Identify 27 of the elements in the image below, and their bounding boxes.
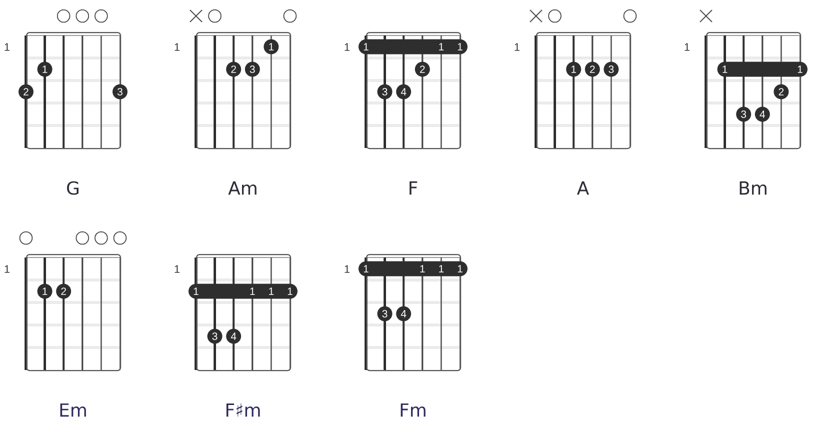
finger-number: 1 [269,288,274,295]
chord-name: F [410,181,418,195]
finger-number: 1 [439,43,444,50]
fret-number: 1 [174,43,180,51]
fret-number: 1 [174,265,180,273]
finger-number: 1 [439,265,444,272]
chord-name: Bm [740,181,766,195]
chord-name: G [67,181,78,195]
finger-number: 1 [194,288,198,295]
finger-number: 1 [722,66,728,73]
finger-number: 1 [458,43,462,50]
fret-number: 1 [4,43,10,51]
finger-number: 1 [420,265,425,272]
fret-number: 1 [514,43,520,51]
fret-number: 1 [4,265,10,273]
chord-name: A [577,181,590,195]
chord-name: F♯m [226,403,260,417]
fret-number: 1 [684,43,690,51]
finger-number: 1 [798,66,802,73]
chord-name: Em [60,403,86,417]
finger-number: 1 [364,43,368,50]
finger-number: 1 [364,265,368,272]
chord-name: Am [228,181,256,195]
finger-number: 1 [288,288,292,295]
finger-number: 1 [458,265,462,272]
chord-name: Fm [400,403,426,417]
finger-number: 1 [250,288,255,295]
